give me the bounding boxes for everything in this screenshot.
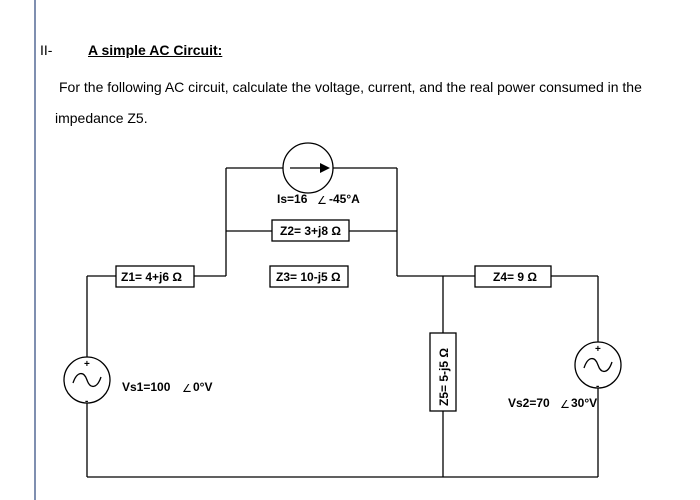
z3-label: Z3= 10-j5 Ω [276,270,341,284]
section-number: II- [40,42,53,58]
vs2-plus: + [595,344,601,355]
circuit-wires [86,167,599,478]
z2-label: Z2= 3+j8 Ω [280,224,341,238]
z5-impedance: Z5= 5-j5 Ω [429,332,457,412]
z5-label: Z5= 5-j5 Ω [437,348,451,406]
current-source-angle: -45°A [329,192,360,206]
ac-wave-icon [583,357,613,373]
z2-impedance: Z2= 3+j8 Ω [271,219,350,242]
current-source-label: Is=16 [277,192,308,206]
vs1-plus: + [84,359,90,370]
ac-wave-icon [72,372,102,388]
angle-icon: ∠ [317,194,327,207]
question-line-2: impedance Z5. [55,110,148,126]
question-line-1: For the following AC circuit, calculate … [59,79,642,95]
vs2-label: Vs2=70 [508,396,550,410]
vs1-voltage-source: + - [63,356,111,407]
vs2-angle: 30°V [571,396,597,410]
vs2-minus: - [596,381,599,392]
z4-impedance: Z4= 9 Ω [474,265,552,288]
vs1-minus: - [85,396,88,407]
vs2-angle-icon: ∠ [560,398,570,411]
question-text: For the following AC circuit, calculate … [55,72,680,134]
vs2-voltage-source: + - [574,341,622,392]
vs1-label: Vs1=100 [122,380,171,394]
section-title: A simple AC Circuit: [88,42,223,58]
arrow-right-icon [320,163,330,173]
vs1-angle-icon: ∠ [182,382,192,395]
page-left-border [34,0,36,500]
z1-label: Z1= 4+j6 Ω [121,270,182,284]
current-source [282,142,334,194]
z4-label: Z4= 9 Ω [493,270,537,284]
z3-impedance: Z3= 10-j5 Ω [269,265,349,288]
vs1-angle: 0°V [193,380,212,394]
z1-impedance: Z1= 4+j6 Ω [115,265,195,288]
